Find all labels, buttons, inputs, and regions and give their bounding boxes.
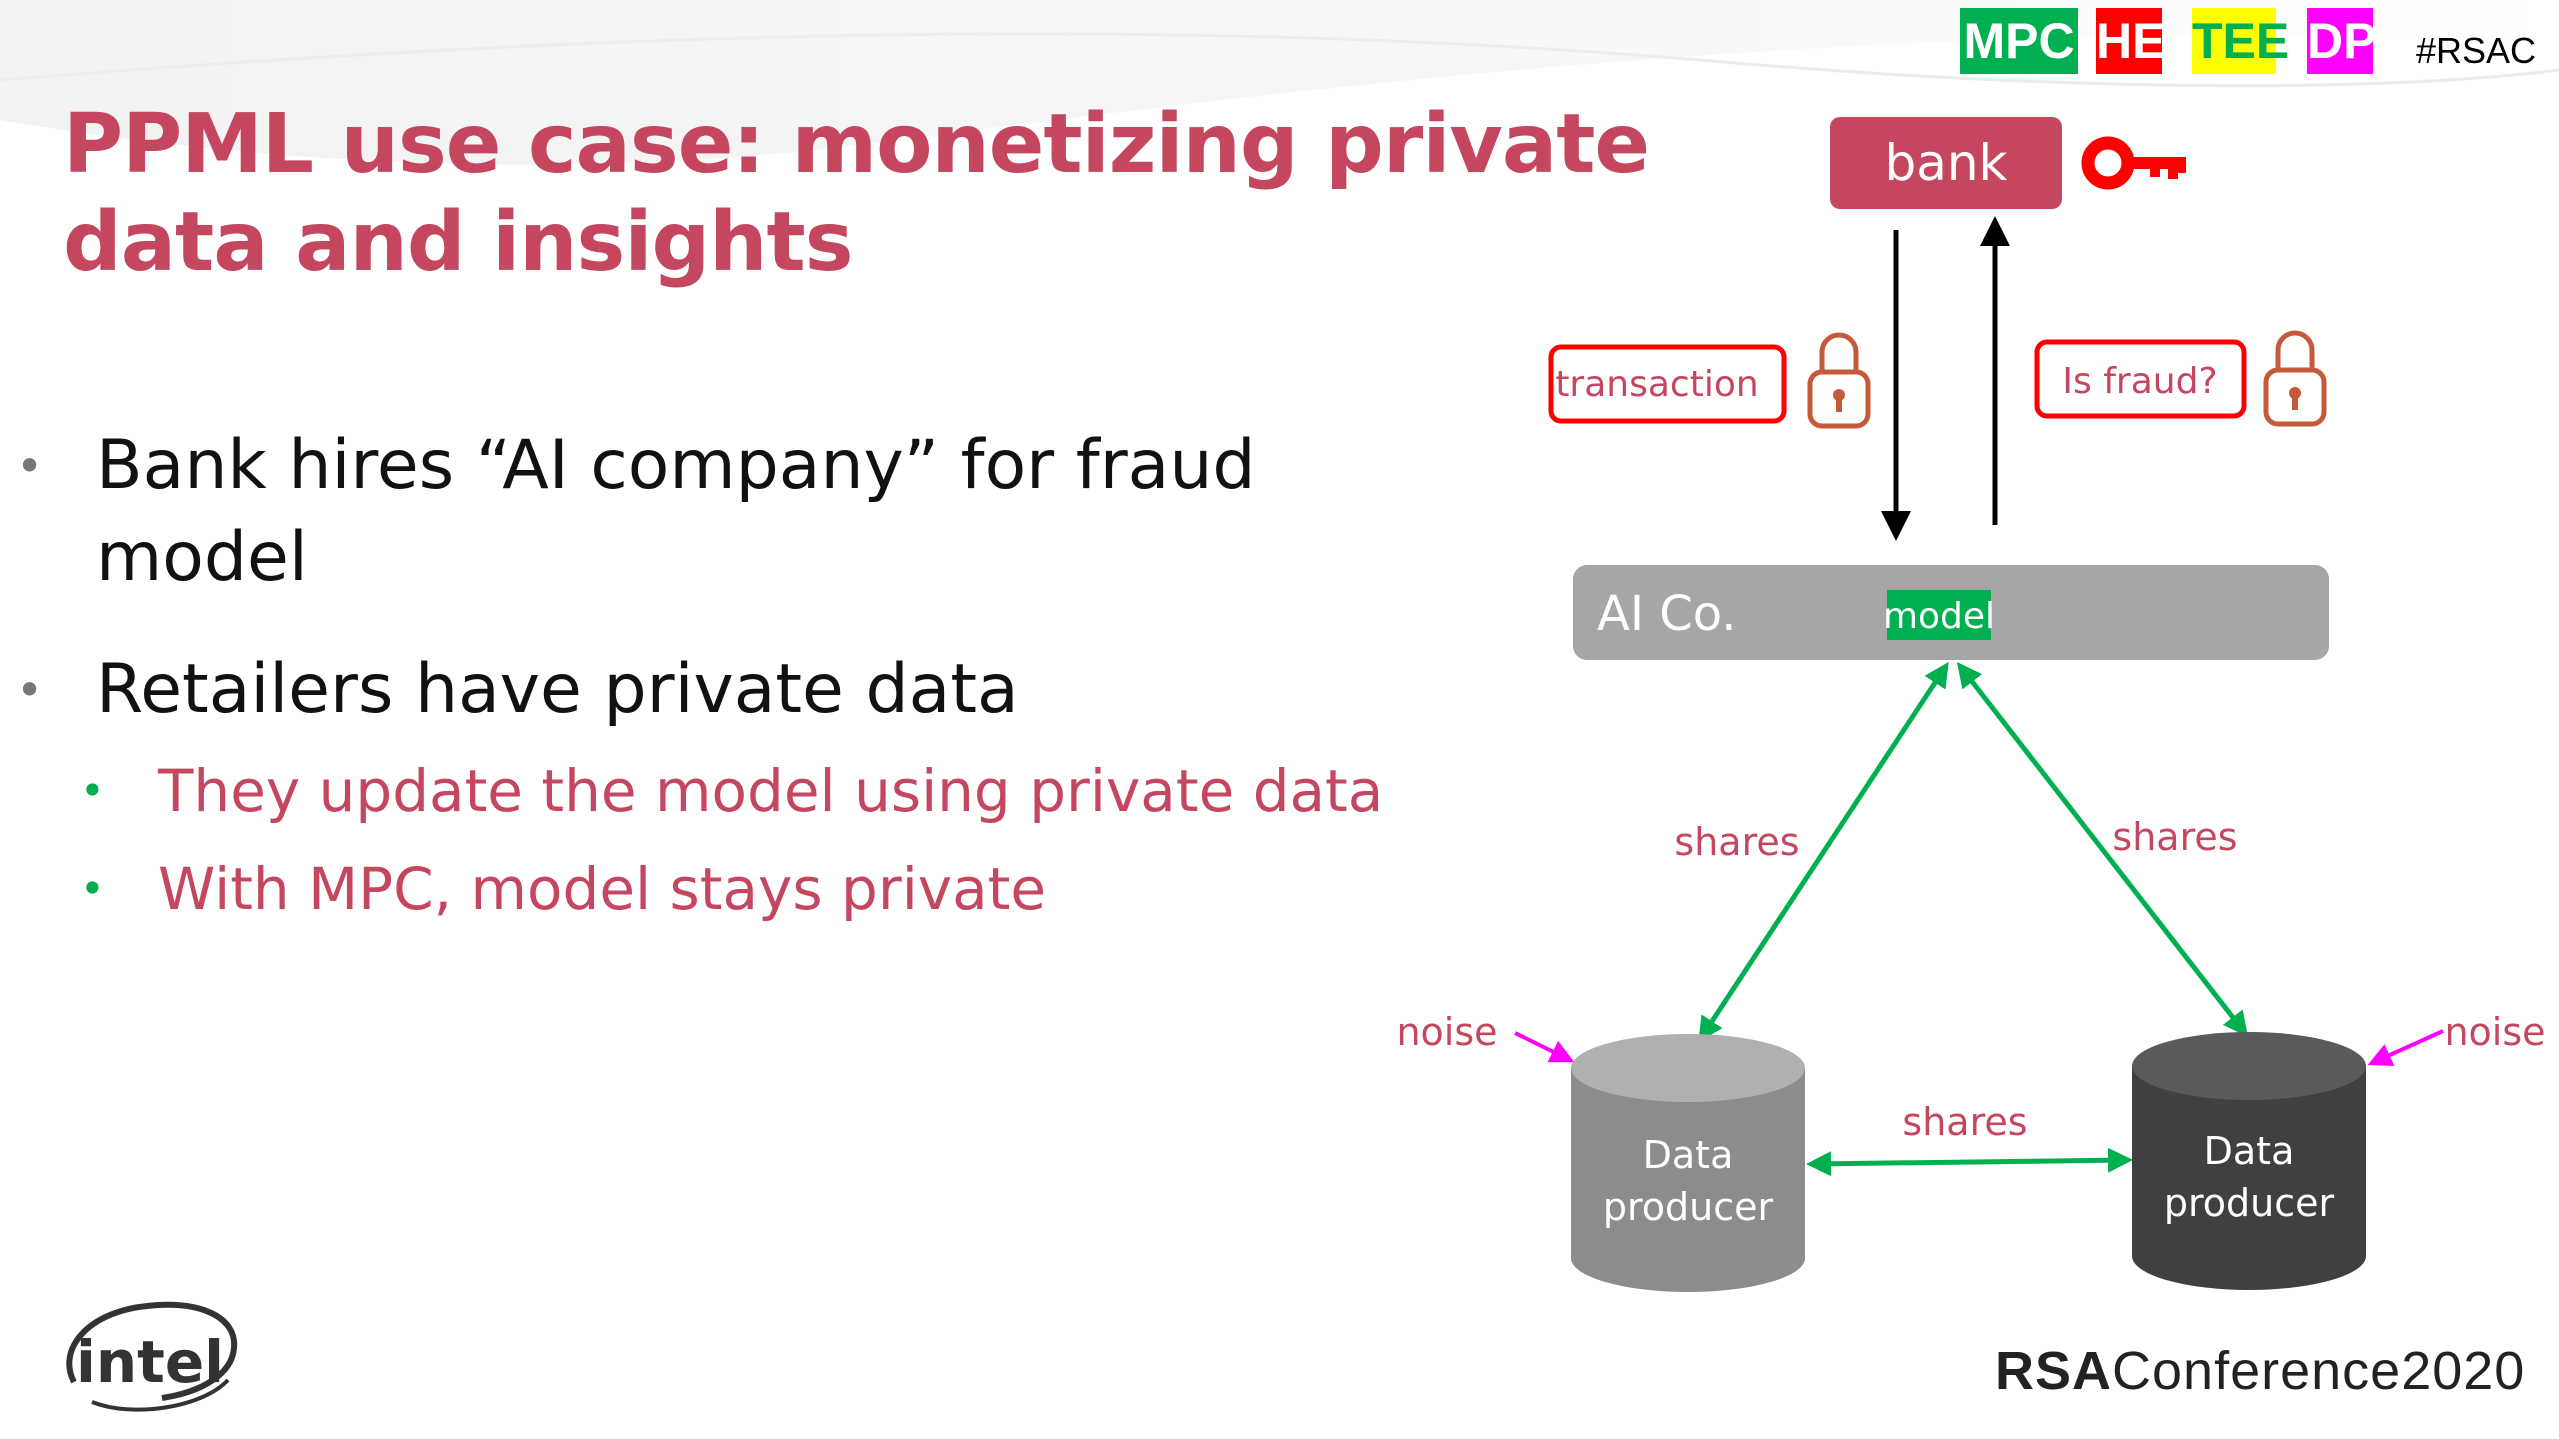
tag-he: HE <box>2096 8 2165 74</box>
noise-label-left: noise <box>1396 1010 1497 1054</box>
noise-arrow-left <box>1514 1031 1575 1063</box>
shares-arrow-right <box>1956 662 2249 1037</box>
shares-label-left: shares <box>1674 820 1799 864</box>
bullet-list: Bank hires “AI company” for fraud model … <box>0 420 1420 938</box>
slide-title: PPML use case: monetizing private data a… <box>63 97 1650 290</box>
sub-bullet-item: With MPC, model stays private <box>80 840 1420 938</box>
intel-wordmark: intel <box>76 1328 224 1396</box>
bullet-item: Retailers have private data <box>16 644 1420 736</box>
rsa-logo-rest: Conference2020 <box>2112 1341 2526 1401</box>
hashtag: #RSAC <box>2416 30 2537 71</box>
transaction-box: transaction <box>1548 344 1787 424</box>
is-fraud-box: Is fraud? <box>2034 339 2247 419</box>
ai-company-node: AI Co. model <box>1573 565 2329 660</box>
bullet-item: Bank hires “AI company” for fraud model <box>16 420 1346 604</box>
tag-mpc: MPC <box>1960 8 2078 74</box>
tag-tee: TEE <box>2192 8 2289 74</box>
lock-icon <box>2263 330 2327 427</box>
intel-logo: intel <box>66 1301 238 1412</box>
key-icon <box>2081 136 2186 190</box>
noise-arrow-right <box>2367 1029 2444 1067</box>
data-producer-right: Data producer <box>2132 1032 2366 1290</box>
producer-label-line: Data <box>2204 1129 2295 1173</box>
model-badge <box>1887 590 1991 640</box>
shares-label-bottom: shares <box>1902 1100 2027 1144</box>
bank-node: bank <box>1830 117 2062 209</box>
shares-arrow-bottom <box>1806 1147 2133 1177</box>
producer-label-line: Data <box>1643 1133 1734 1177</box>
bank-label: bank <box>1884 134 2007 192</box>
ai-company-label: AI Co. <box>1597 586 1737 642</box>
shares-arrow-left <box>1698 661 1949 1043</box>
producer-label-line: producer <box>1603 1185 1774 1229</box>
noise-label-right: noise <box>2444 1010 2545 1054</box>
lock-icon <box>1807 332 1871 429</box>
rsa-conference-logo: RSAConference2020 <box>1995 1340 2525 1402</box>
sub-bullet-item: They update the model using private data <box>80 742 1420 840</box>
data-producer-left: Data producer <box>1571 1034 1805 1292</box>
is-fraud-label: Is fraud? <box>2062 361 2217 402</box>
shares-label-right: shares <box>2112 815 2237 859</box>
rsa-logo-bold: RSA <box>1995 1341 2113 1401</box>
tag-dp: DP <box>2307 8 2376 74</box>
producer-label-line: producer <box>2164 1181 2335 1225</box>
model-label: model <box>1883 596 1995 637</box>
transaction-label: transaction <box>1555 364 1758 405</box>
